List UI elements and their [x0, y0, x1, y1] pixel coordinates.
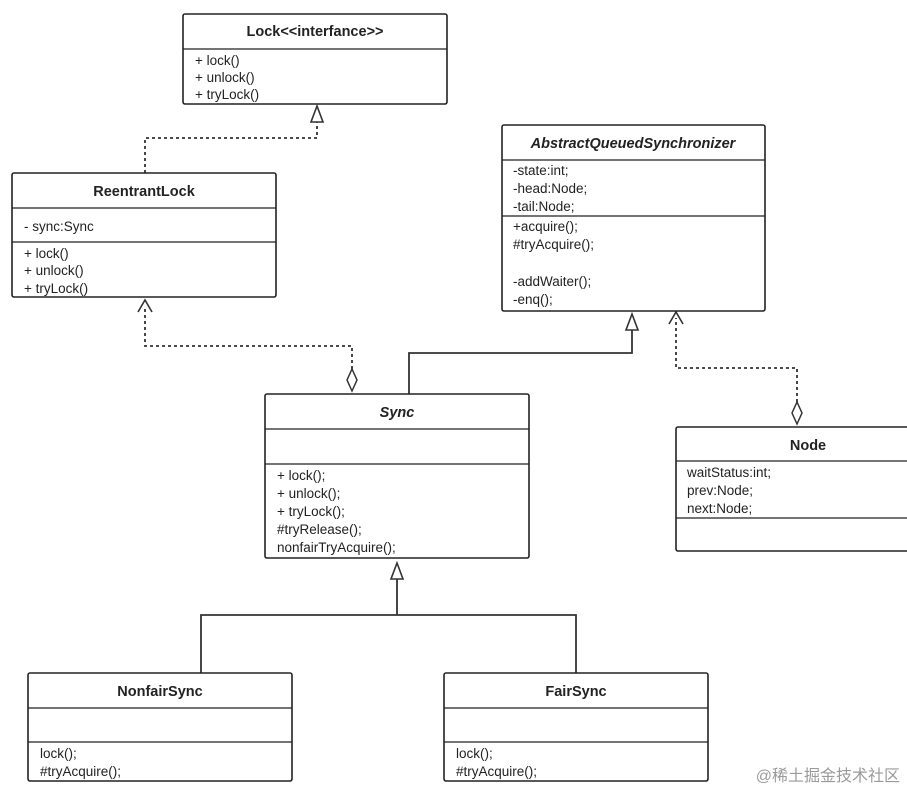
method: #tryAcquire(); — [40, 764, 121, 779]
class-title: FairSync — [545, 684, 606, 700]
open-arrowhead-aqs — [668, 310, 684, 325]
realization-line — [144, 122, 318, 173]
class-title: Sync — [380, 405, 415, 421]
method: +acquire(); — [513, 219, 578, 234]
field: -state:int; — [513, 163, 569, 178]
generalization-arrowhead-sync — [389, 560, 405, 580]
field: prev:Node; — [687, 483, 753, 498]
class-sync: Sync + lock(); + unlock(); + tryLock(); … — [264, 393, 530, 559]
field: - sync:Sync — [24, 219, 94, 234]
method: -enq(); — [513, 292, 553, 307]
method: #tryAcquire(); — [456, 764, 537, 779]
open-arrowhead-reentrant — [137, 298, 153, 313]
generalization-arrowhead-aqs — [624, 311, 640, 331]
aggregation-diamond-sync — [346, 367, 358, 393]
method: #tryRelease(); — [277, 522, 362, 537]
method: + tryLock() — [24, 281, 88, 296]
class-aqs: AbstractQueuedSynchronizer -state:int; -… — [501, 124, 766, 312]
method: + tryLock(); — [277, 504, 345, 519]
class-nonfairsync: NonfairSync lock(); #tryAcquire(); — [27, 672, 293, 782]
field: -head:Node; — [513, 181, 587, 196]
sync-to-reentrant-line — [144, 306, 353, 369]
method: nonfairTryAcquire(); — [277, 540, 396, 555]
method: lock(); — [456, 746, 493, 761]
method: + lock() — [195, 53, 240, 68]
method: + tryLock() — [195, 87, 259, 102]
class-title: NonfairSync — [117, 684, 202, 700]
class-title: ReentrantLock — [93, 184, 195, 200]
field: next:Node; — [687, 501, 752, 516]
method: + unlock() — [195, 70, 255, 85]
subclass-tree-line — [200, 579, 577, 673]
class-title: Node — [790, 438, 826, 454]
class-fairsync: FairSync lock(); #tryAcquire(); — [443, 672, 709, 782]
field: waitStatus:int; — [686, 465, 771, 480]
class-title: Lock<<interfance>> — [246, 24, 383, 40]
method: + unlock(); — [277, 486, 340, 501]
class-lock: Lock<<interfance>> + lock() + unlock() +… — [182, 13, 448, 105]
method: #tryAcquire(); — [513, 237, 594, 252]
method: lock(); — [40, 746, 77, 761]
class-title: AbstractQueuedSynchronizer — [530, 136, 737, 152]
sync-extends-aqs-line — [408, 330, 633, 394]
method: + lock(); — [277, 468, 325, 483]
class-reentrantlock: ReentrantLock - sync:Sync + lock() + unl… — [11, 172, 277, 298]
method: -addWaiter(); — [513, 274, 591, 289]
field: -tail:Node; — [513, 199, 575, 214]
method: + unlock() — [24, 263, 84, 278]
watermark-text: @稀土掘金技术社区 — [756, 767, 900, 785]
node-to-aqs-line — [675, 318, 798, 402]
realization-arrowhead — [309, 103, 325, 123]
class-node: Node waitStatus:int; prev:Node; next:Nod… — [675, 426, 907, 552]
aggregation-diamond-node — [791, 400, 803, 426]
method: + lock() — [24, 246, 69, 261]
